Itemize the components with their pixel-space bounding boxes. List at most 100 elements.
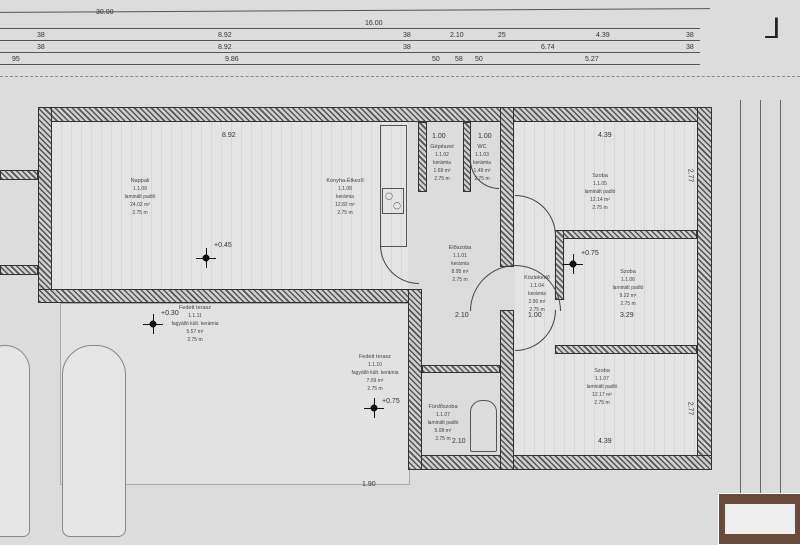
level-label: +0.30 [161, 310, 179, 317]
room-name: Előszoba [448, 245, 472, 251]
wall [697, 107, 712, 470]
room-area: 5.57 m² [186, 329, 204, 335]
dim: 95 [12, 56, 20, 63]
room-height: 2.75 m [594, 400, 610, 406]
wall [408, 289, 422, 470]
room-id: 1.1.09 [133, 186, 147, 192]
wall [500, 107, 514, 267]
room-height: 2.75 m [187, 337, 203, 343]
wall [0, 265, 38, 275]
room-floor: laminált padló [586, 384, 618, 390]
room-height: 2.75 m [434, 176, 450, 182]
dim: 1.00 [528, 312, 542, 319]
room-name: Szoba [592, 173, 608, 179]
room-area: 7.09 m² [366, 378, 384, 384]
dim: 38 [686, 32, 694, 39]
dim: 38 [403, 32, 411, 39]
wall [38, 289, 422, 303]
north-arrow-icon: ⅃ [765, 13, 781, 44]
dim: 8.92 [222, 132, 236, 139]
room-name: WC [477, 144, 487, 150]
floor-rooms [515, 122, 697, 455]
room-area: 2.90 m² [528, 299, 546, 305]
level-marker-icon [143, 314, 163, 334]
dim: 9.86 [225, 56, 239, 63]
wall [463, 122, 471, 192]
room-name: Fürdőszoba [428, 404, 458, 410]
room-area: 9.22 m² [619, 293, 637, 299]
dim-line [0, 28, 700, 29]
room-area: 12.14 m² [590, 197, 610, 203]
room-area: 12.17 m² [592, 392, 612, 398]
thumbnail-plan [725, 504, 795, 534]
dim: 2.77 [686, 168, 694, 183]
room-height: 2.75 m [592, 205, 608, 211]
room-id: 1.1.02 [435, 152, 449, 158]
dim-house: 16.00 [365, 20, 383, 27]
car-icon [0, 345, 30, 537]
room-floor: laminált padló [584, 189, 616, 195]
room-floor: fagyálló kült. kerámia [351, 370, 399, 376]
grid-line [0, 76, 800, 77]
room-area: 1.49 m² [473, 168, 491, 174]
dim: 4.39 [598, 132, 612, 139]
room-id: 1.1.10 [368, 362, 382, 368]
room-area: 24.02 m² [130, 202, 150, 208]
room-name: Gépészet [430, 144, 454, 150]
dim: 1.00 [432, 133, 446, 140]
dim: 58 [455, 56, 463, 63]
room-id: 1.1.03 [475, 152, 489, 158]
dim-line [0, 40, 700, 41]
room-floor: kerámia [451, 261, 469, 267]
dim: 2.10 [455, 312, 469, 319]
room-area: 12.82 m² [335, 202, 355, 208]
room-height: 2.75 m [452, 277, 468, 283]
dim: 2.10 [452, 438, 466, 445]
room-height: 2.75 m [474, 176, 490, 182]
dim: 5.27 [585, 56, 599, 63]
room-area: 5.08 m² [434, 428, 452, 434]
bathtub-icon [470, 400, 497, 452]
room-name: Nappali [130, 178, 150, 184]
level-label: +0.45 [214, 242, 232, 249]
dim: 4.39 [598, 438, 612, 445]
room-floor: kerámia [336, 194, 354, 200]
wall [38, 107, 712, 122]
level-marker-icon [563, 254, 583, 274]
wall [555, 230, 564, 300]
dim: 38 [37, 44, 45, 51]
room-height: 2.75 m [132, 210, 148, 216]
wall [0, 170, 38, 180]
wall [408, 455, 712, 470]
dim: 6.74 [541, 44, 555, 51]
kitchen-counter [380, 125, 407, 247]
room-area: 1.69 m² [433, 168, 451, 174]
wall [500, 310, 514, 470]
dim: 38 [37, 32, 45, 39]
room-id: 1.1.07 [595, 376, 609, 382]
room-height: 2.75 m [337, 210, 353, 216]
room-area: 8.95 m² [451, 269, 469, 275]
dim: 3.29 [620, 312, 634, 319]
room-id: 1.1.11 [188, 313, 202, 319]
preview-thumbnail[interactable] [718, 493, 800, 545]
dim: 50 [475, 56, 483, 63]
room-height: 2.75 m [367, 386, 383, 392]
door-swing [470, 265, 516, 311]
room-floor: laminált padló [612, 285, 644, 291]
wall [422, 365, 500, 373]
dim: 50 [432, 56, 440, 63]
room-id: 1.1.08 [338, 186, 352, 192]
dim: 38 [403, 44, 411, 51]
room-height: 2.75 m [435, 436, 451, 442]
wall [555, 230, 697, 239]
